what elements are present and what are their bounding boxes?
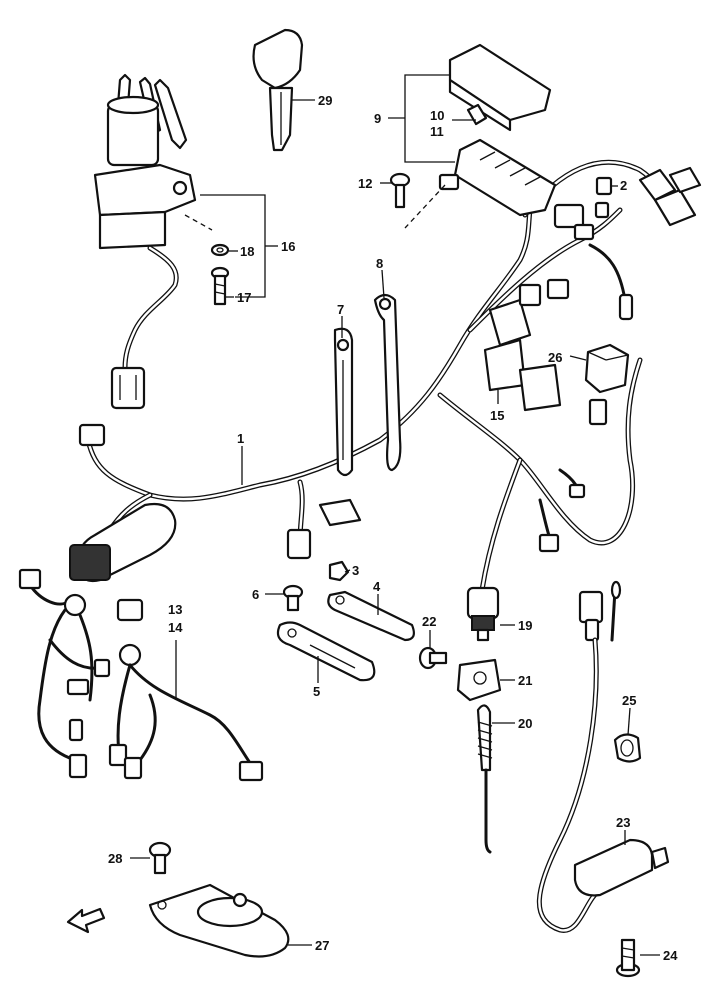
- callout-19: 19: [518, 618, 532, 633]
- relay-26-part: [584, 343, 630, 426]
- callout-25: 25: [622, 693, 636, 708]
- callout-17: 17: [237, 290, 251, 305]
- callout-28: 28: [108, 851, 122, 866]
- callout-2: 2: [620, 178, 627, 193]
- connector-icon: [78, 423, 106, 447]
- callout-12: 12: [358, 176, 372, 191]
- callout-7: 7: [337, 302, 344, 317]
- callout-29: 29: [318, 93, 332, 108]
- clamp-7-part: [333, 327, 354, 477]
- bolt-17-part: [210, 266, 230, 306]
- callout-16: 16: [281, 239, 295, 254]
- fuse-box-part: [404, 43, 557, 229]
- callout-18: 18: [240, 244, 254, 259]
- washer-18-part: [210, 243, 230, 257]
- callout-11: 11: [430, 124, 444, 139]
- leader-lines: [130, 74, 660, 956]
- bolt-22-part: [418, 646, 448, 670]
- callout-27: 27: [315, 938, 329, 953]
- bolt-6-part: [282, 584, 304, 612]
- callout-21: 21: [518, 673, 532, 688]
- callout-20: 20: [518, 716, 532, 731]
- callout-13: 13: [168, 602, 182, 617]
- callout-5: 5: [313, 684, 320, 699]
- callout-15: 15: [490, 408, 504, 423]
- callout-14: 14: [168, 620, 183, 635]
- callout-4: 4: [373, 579, 381, 594]
- plate-5-part: [276, 621, 376, 682]
- nut-3-part: [328, 560, 350, 582]
- horn-27-part: [148, 883, 290, 958]
- front-arrow-icon: [66, 907, 106, 934]
- bolt-28-part: [148, 841, 172, 875]
- callout-8: 8: [376, 256, 383, 271]
- callout-10: 10: [430, 108, 444, 123]
- spring-20-part: [476, 704, 493, 854]
- callout-1: 1: [237, 431, 244, 446]
- callout-22: 22: [422, 614, 436, 629]
- sensor-23-part: [536, 580, 670, 933]
- callout-23: 23: [616, 815, 630, 830]
- bolt-24-part: [615, 938, 641, 978]
- callout-24: 24: [663, 948, 678, 963]
- clamp-25-part: [613, 733, 642, 763]
- ignition-switch-part: [93, 73, 213, 410]
- screw-12-part: [389, 172, 411, 209]
- lead-13-14-part: [18, 568, 264, 782]
- callout-labels: 29 9 10 11 12 2 18 16 17 8 7 26 15 1 3 6…: [108, 93, 678, 963]
- main-harness-part: [69, 159, 702, 593]
- callout-6: 6: [252, 587, 259, 602]
- clamp-8-part: [373, 293, 402, 472]
- callout-3: 3: [352, 563, 359, 578]
- ignition-key: [252, 28, 304, 152]
- callout-26: 26: [548, 350, 562, 365]
- plate-4-part: [327, 590, 415, 642]
- switch-19-part: [466, 586, 500, 642]
- bracket-21-part: [456, 658, 502, 702]
- callout-9: 9: [374, 111, 381, 126]
